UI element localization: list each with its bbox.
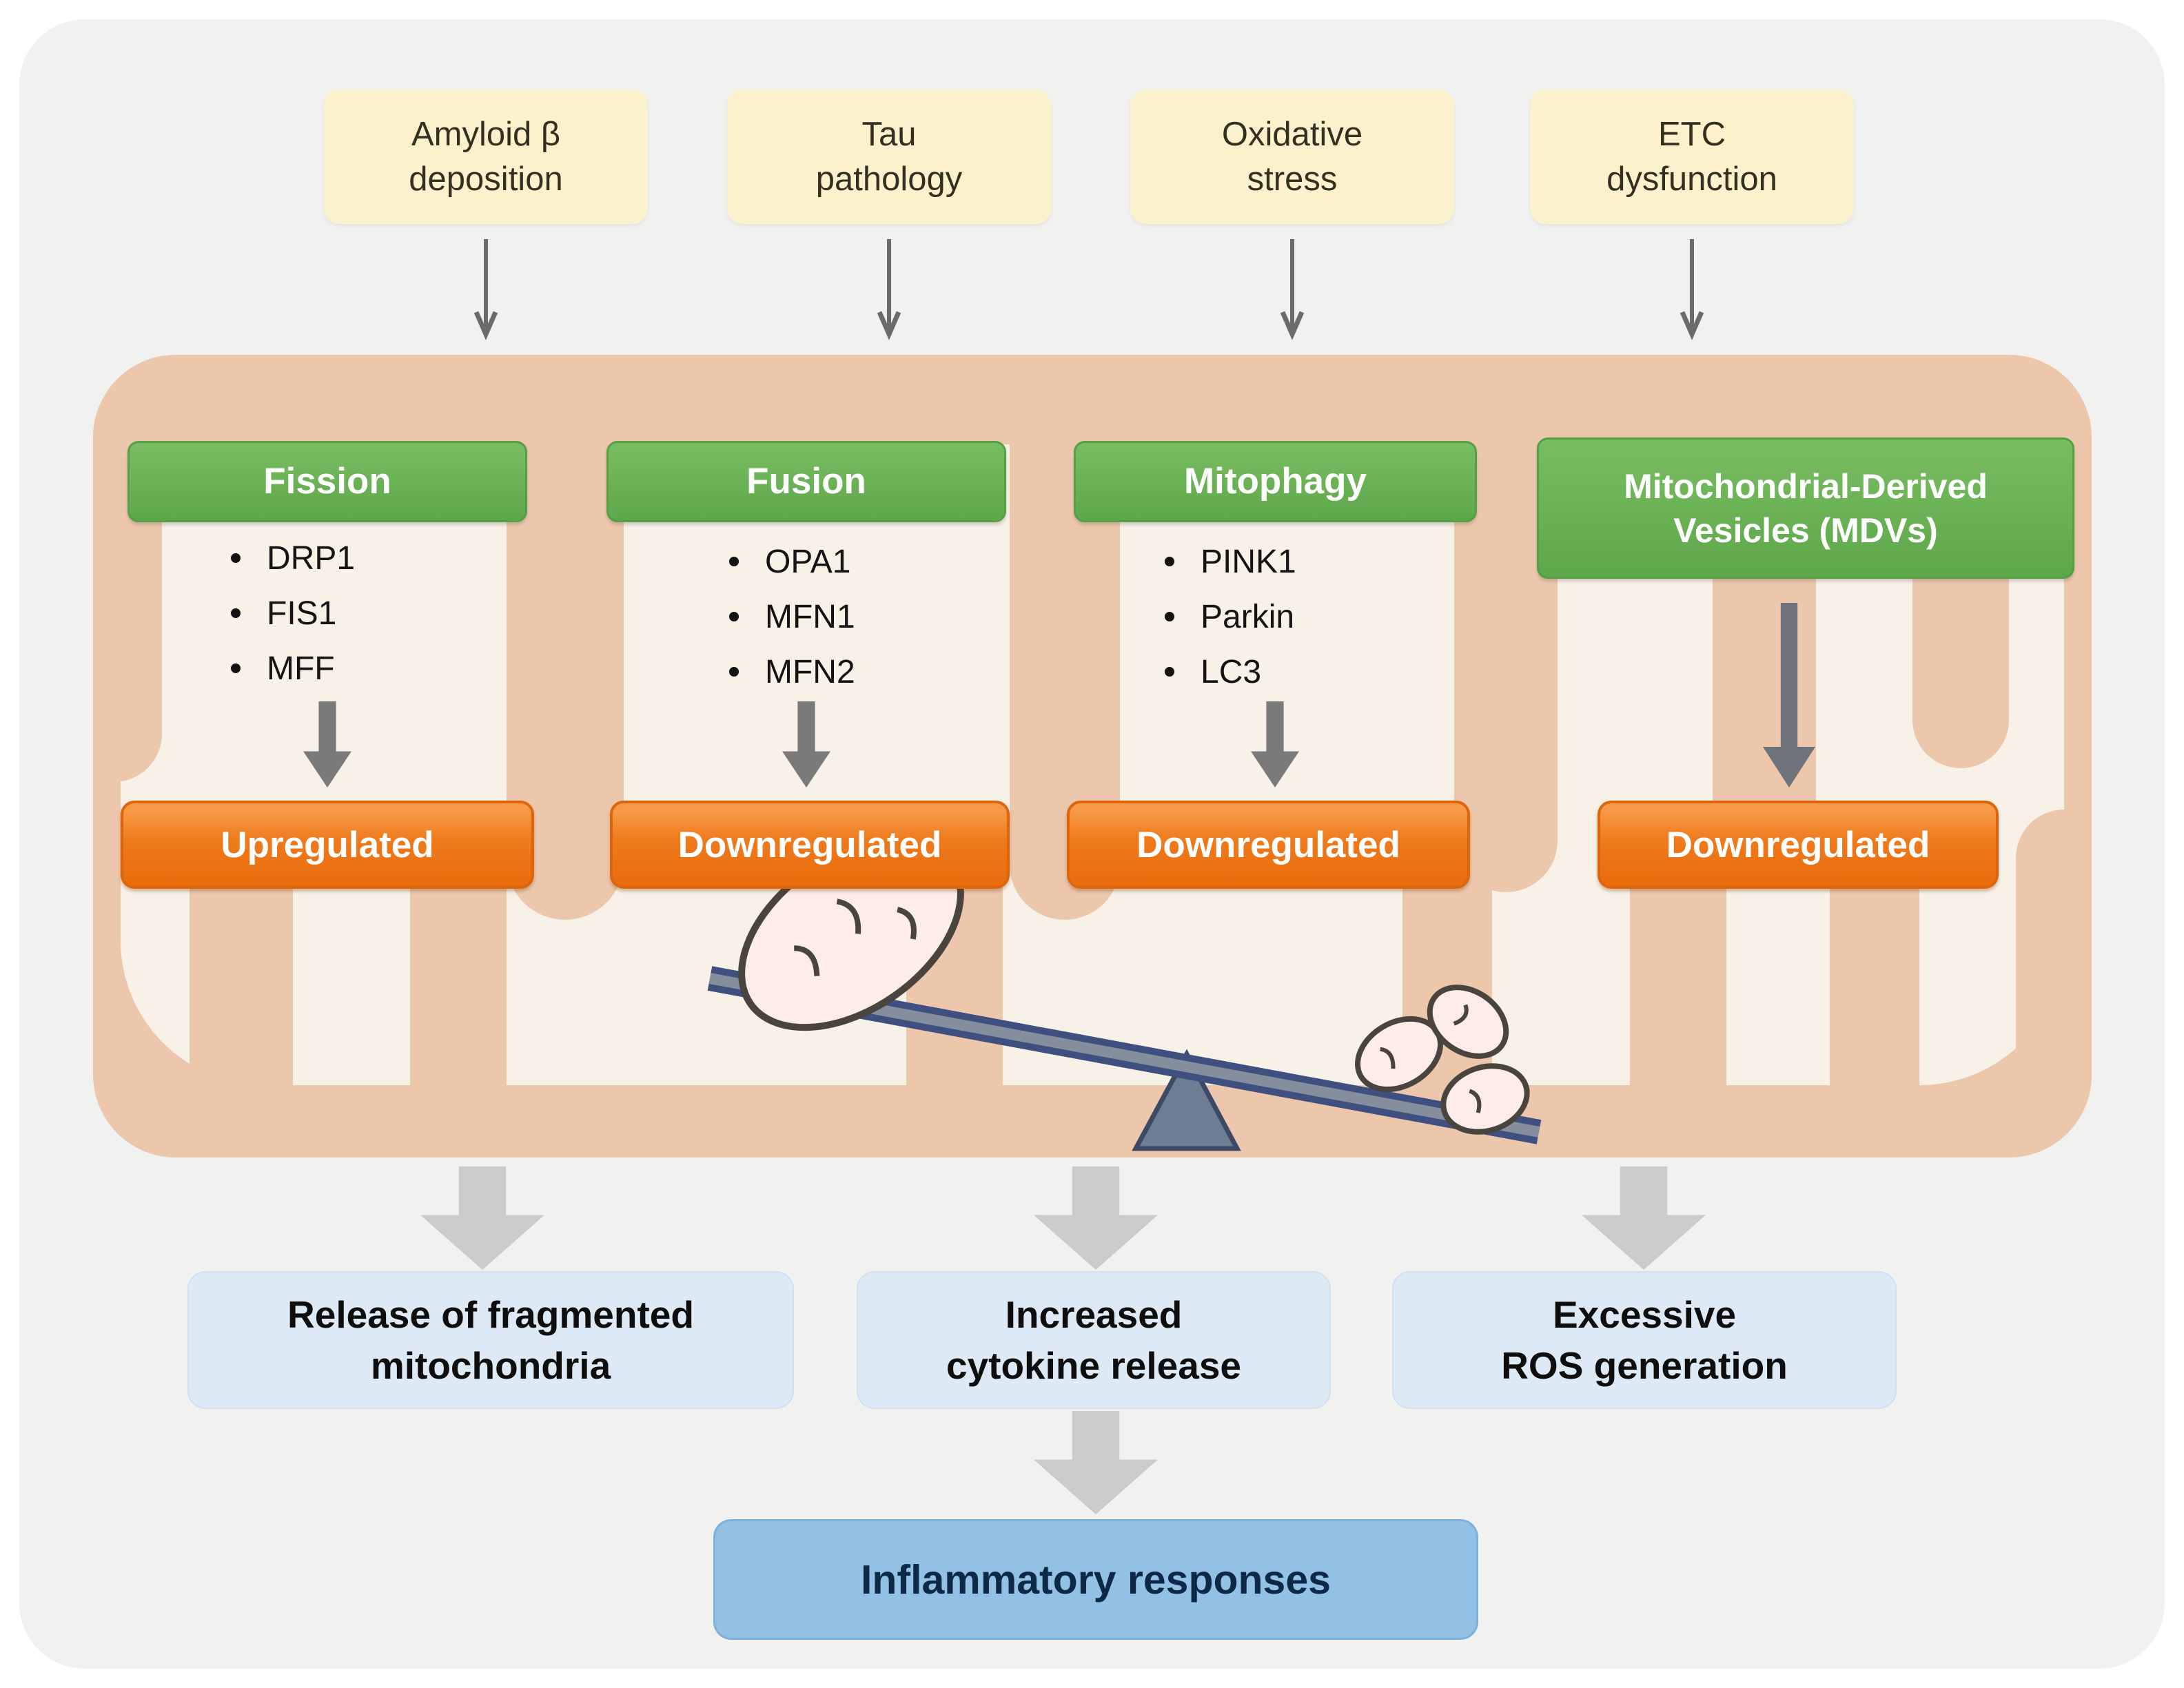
down-arrow-icon (473, 239, 498, 340)
pathway-box-fusion: Fusion (606, 441, 1006, 522)
mitochondrion-illustration (93, 355, 2092, 1157)
gene-item: Parkin (1165, 589, 1296, 644)
status-box-mitophagy: Downregulated (1067, 801, 1470, 889)
gene-item: MFF (231, 641, 355, 696)
stressor-box-oxidative-stress: Oxidative stress (1130, 90, 1454, 224)
crista-fold-shape (190, 837, 293, 1157)
pathway-box-fission: Fission (127, 441, 527, 522)
outcome-box-ros-generation: Excessive ROS generation (1392, 1271, 1897, 1409)
crista-fold-shape (1830, 837, 1919, 1157)
final-outcome-box-inflammatory-responses: Inflammatory responses (713, 1519, 1478, 1640)
down-arrow-icon (1280, 239, 1305, 340)
gene-list-fusion: OPA1 MFN1 MFN2 (729, 534, 855, 699)
down-arrow-icon (1680, 239, 1704, 340)
status-box-mdvs: Downregulated (1598, 801, 1999, 889)
status-box-fusion: Downregulated (610, 801, 1010, 889)
down-arrow-icon (877, 239, 901, 340)
outcome-box-fragmented-mitochondria: Release of fragmented mitochondria (187, 1271, 794, 1409)
gene-item: LC3 (1165, 644, 1296, 699)
pathway-box-mitophagy: Mitophagy (1074, 441, 1477, 522)
gene-item: MFN2 (729, 644, 855, 699)
stressor-box-amyloid: Amyloid β deposition (324, 90, 648, 224)
stressor-box-etc-dysfunction: ETC dysfunction (1530, 90, 1854, 224)
crista-fold-shape (2016, 810, 2092, 1157)
status-box-fission: Upregulated (121, 801, 534, 889)
gene-list-mitophagy: PINK1 Parkin LC3 (1165, 534, 1296, 699)
crista-fold-shape (93, 355, 162, 782)
gene-item: OPA1 (729, 534, 855, 589)
fragmented-mitochondria-icons (1354, 985, 1530, 1135)
outcome-box-cytokine-release: Increased cytokine release (857, 1271, 1331, 1409)
fulcrum-triangle-icon (1132, 1049, 1241, 1151)
gene-item: MFN1 (729, 589, 855, 644)
pathway-box-mdvs: Mitochondrial-Derived Vesicles (MDVs) (1537, 438, 2074, 579)
gene-list-fission: DRP1 FIS1 MFF (231, 531, 355, 696)
stressor-box-tau: Tau pathology (727, 90, 1051, 224)
gene-item: FIS1 (231, 586, 355, 641)
gene-item: PINK1 (1165, 534, 1296, 589)
gene-item: DRP1 (231, 531, 355, 586)
